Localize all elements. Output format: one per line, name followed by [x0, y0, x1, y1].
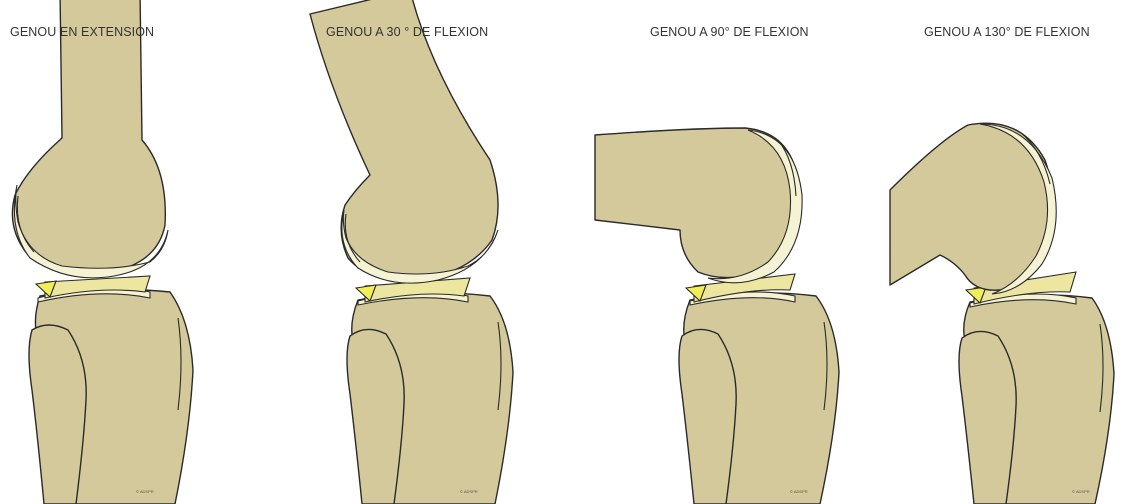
knee-flexion-130-illustration: [880, 0, 1123, 504]
knee-flexion-30-illustration: [300, 0, 540, 504]
panel-title-flexion-30: GENOU A 30 ° DE FLEXION: [326, 25, 488, 39]
credit-text: © ADSPR: [460, 489, 478, 494]
femur: [12, 0, 168, 278]
fibula: [679, 329, 736, 504]
panel-title-flexion-90: GENOU A 90° DE FLEXION: [650, 25, 809, 39]
knee-extension-illustration: [0, 0, 260, 504]
fibula: [959, 331, 1016, 504]
fibula: [29, 325, 86, 504]
panel-flexion-30: GENOU A 30 ° DE FLEXION © ADSPR: [300, 0, 540, 504]
panel-title-extension: GENOU EN EXTENSION: [10, 25, 154, 39]
panel-flexion-130: GENOU A 130° DE FLEXION © ADSPR: [880, 0, 1123, 504]
femur: [595, 128, 802, 283]
knee-flexion-90-illustration: [590, 0, 860, 504]
panel-title-flexion-130: GENOU A 130° DE FLEXION: [924, 25, 1090, 39]
femur: [890, 123, 1056, 294]
panel-flexion-90: GENOU A 90° DE FLEXION © ADSPR: [590, 0, 860, 504]
panel-extension: GENOU EN EXTENSION © ADSPR: [0, 0, 260, 504]
fibula: [347, 329, 404, 504]
credit-text: © ADSPR: [1072, 489, 1090, 494]
credit-text: © ADSPR: [136, 489, 154, 494]
credit-text: © ADSPR: [790, 489, 808, 494]
femur: [310, 0, 498, 283]
